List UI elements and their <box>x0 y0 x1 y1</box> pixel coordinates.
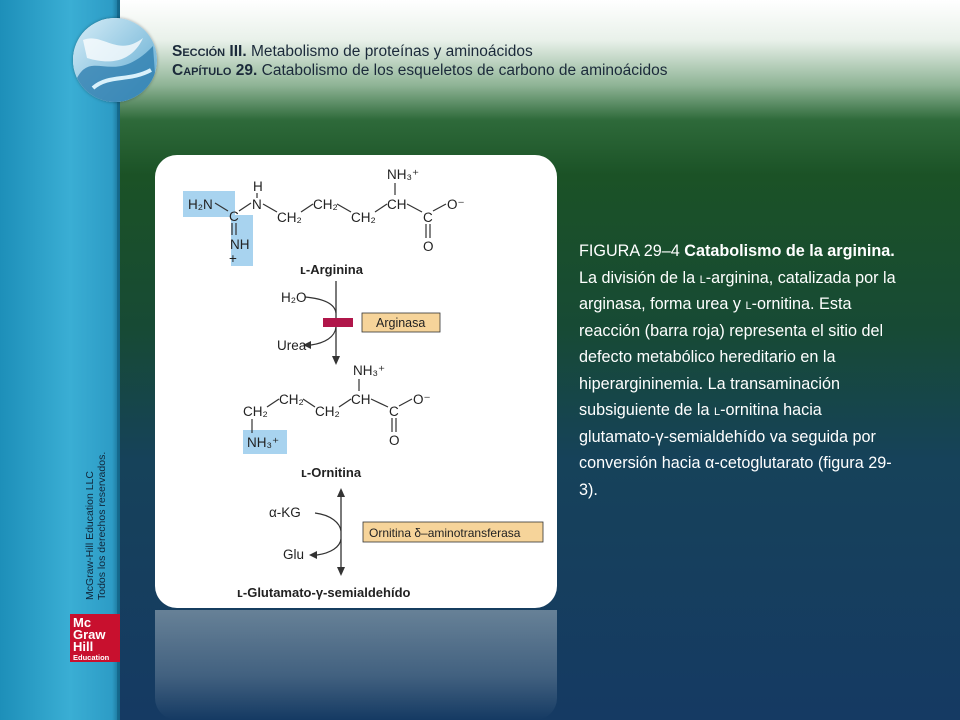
arginine-bonds <box>214 183 447 238</box>
transaminase-box <box>362 521 544 543</box>
caption-text-4: -ornitina hacia glutamato-γ-semialdehído… <box>579 401 892 499</box>
arginine-catabolism-diagram: H₂N C N H NH + CH₂ CH₂ CH₂ CH NH₃⁺ C O⁻ … <box>183 167 544 600</box>
arginine-o-minus: O⁻ <box>447 197 465 212</box>
ornithine-ch2-b: CH₂ <box>279 392 304 407</box>
akg-label: α-KG <box>269 505 301 520</box>
reflection-fade <box>155 610 557 720</box>
ornithine-ch2-a: CH₂ <box>243 404 268 419</box>
left-sidebar <box>0 0 120 720</box>
ornithine-bonds <box>251 379 413 433</box>
arginine-h: H <box>253 179 263 194</box>
arginine-ch2-c: CH₂ <box>351 210 376 225</box>
caption-label: FIGURA 29–4 <box>579 242 680 260</box>
transaminase-label: Ornitina δ–aminotransferasa <box>369 526 521 540</box>
glu-arrowhead <box>309 551 317 559</box>
glutamate-semialdehyde-label: ʟ-Glutamato-γ-semialdehído <box>237 585 411 600</box>
arginine-nh3: NH₃⁺ <box>387 167 419 182</box>
arginine-o: O <box>423 239 434 254</box>
akg-curve <box>314 512 342 532</box>
arginase-box <box>361 312 441 333</box>
glu-label: Glu <box>283 547 304 562</box>
section-title: Metabolismo de proteínas y aminoácidos <box>250 43 533 60</box>
sidebar-edge <box>117 0 120 720</box>
caption-text-3: -ornitina. Esta reacción (barra roja) re… <box>579 295 884 419</box>
logo-line4: Education <box>73 653 110 662</box>
chapter-line: Capítulo 29. Catabolismo de los esquelet… <box>172 61 732 80</box>
section-label: Sección III. <box>172 43 247 60</box>
arginine-ch2-a: CH₂ <box>277 210 302 225</box>
caption-l-2: l <box>745 295 752 313</box>
arginine-h2n: H₂N <box>188 197 213 212</box>
chapter-title: Catabolismo de los esqueletos de carbono… <box>261 62 668 79</box>
arginine-c: C <box>229 209 239 224</box>
arginine-ch2-b: CH₂ <box>313 197 338 212</box>
arginase-label: Arginasa <box>376 316 425 330</box>
caption-l-1: l <box>699 268 706 287</box>
arginine-nh: NH <box>230 237 250 252</box>
water-label: H₂O <box>281 290 307 305</box>
section-line: Sección III. Metabolismo de proteínas y … <box>172 42 732 61</box>
water-curve <box>304 296 337 314</box>
copyright-notice: McGraw-Hill Education LLC Todos los dere… <box>84 452 108 600</box>
caption-text-2: -arginina, catalizada por la arginasa, f… <box>579 268 896 314</box>
urea-curve <box>310 326 337 346</box>
amine-highlight <box>243 430 287 454</box>
logo-line3: Hill <box>73 639 94 654</box>
copyright-line1: McGraw-Hill Education LLC <box>84 471 96 600</box>
ornithine-label: ʟ-Ornitina <box>301 465 362 480</box>
ornithine-nh3: NH₃⁺ <box>353 363 385 378</box>
caption-text-1: La división de la <box>579 268 700 287</box>
guanidino-highlight <box>183 191 253 266</box>
caption-title: Catabolismo de la arginina. <box>684 242 895 260</box>
arginine-label: ʟ-Arginina <box>300 262 364 277</box>
arginine-ch: CH <box>387 197 407 212</box>
section-image-icon <box>73 18 157 102</box>
arginine-n: N <box>252 197 262 212</box>
ornithine-o: O <box>389 433 400 448</box>
reaction2-arrowhead-down <box>337 567 345 576</box>
ornithine-o-minus: O⁻ <box>413 392 431 407</box>
reaction2-arrowhead-up <box>337 488 345 497</box>
ornithine-ch2-c: CH₂ <box>315 404 340 419</box>
reaction1-arrowhead <box>332 356 340 365</box>
urea-label: Urea <box>277 338 307 353</box>
glu-curve <box>316 538 342 556</box>
arginine-c-carboxyl: C <box>423 210 433 225</box>
ornithine-nh3-side: NH₃⁺ <box>247 435 279 450</box>
urea-arrowhead <box>303 341 311 349</box>
logo-line1: Mc <box>73 615 92 630</box>
logo-line2: Graw <box>73 627 106 642</box>
caption-l-3: l <box>714 401 721 419</box>
arginine-plus: + <box>229 251 237 266</box>
mcgraw-hill-logo: Mc Graw Hill Education <box>70 614 120 662</box>
ornithine-c: C <box>389 404 399 419</box>
abstract-wave-icon <box>73 18 157 102</box>
figure-card: H₂N C N H NH + CH₂ CH₂ CH₂ CH NH₃⁺ C O⁻ … <box>155 155 557 608</box>
blocked-reaction-bar <box>323 318 353 327</box>
figure-caption: FIGURA 29–4 Catabolismo de la arginina. … <box>579 238 901 503</box>
figure-reflection <box>155 610 557 720</box>
copyright-line2: Todos los derechos reservados. <box>96 451 108 600</box>
slide-header: Sección III. Metabolismo de proteínas y … <box>172 42 732 80</box>
ornithine-ch: CH <box>351 392 371 407</box>
chapter-label: Capítulo 29. <box>172 62 258 79</box>
